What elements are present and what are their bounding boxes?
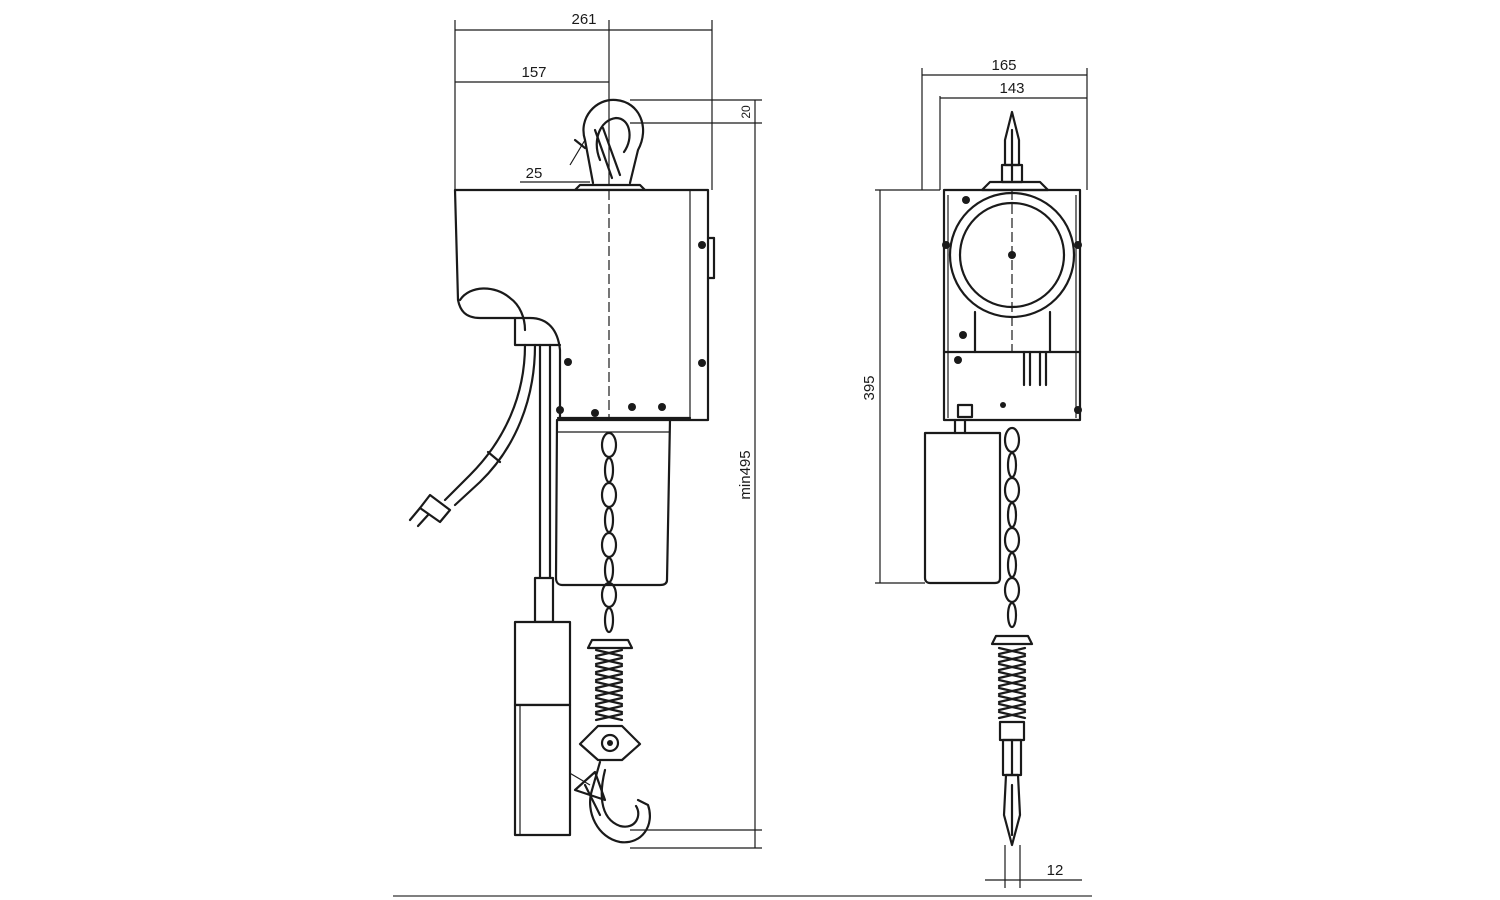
dim-bottom-hook-width: 12 bbox=[1047, 862, 1064, 879]
dim-side-body-height: 395 bbox=[861, 375, 878, 400]
bottom-hook-assembly bbox=[573, 638, 651, 844]
side-body bbox=[942, 180, 1082, 422]
dim-side-body-width: 143 bbox=[999, 80, 1024, 97]
load-chain bbox=[600, 431, 618, 634]
side-view: 165 143 395 bbox=[861, 57, 1088, 888]
top-hook bbox=[573, 98, 647, 192]
dim-top-clearance: 20 bbox=[739, 105, 753, 119]
dim-offset-width: 157 bbox=[521, 64, 546, 81]
pendant-switch bbox=[513, 343, 572, 837]
front-view: 261 157 20 min495 25 bbox=[408, 11, 762, 849]
side-top-hook bbox=[1000, 110, 1024, 184]
side-load-chain bbox=[1003, 426, 1021, 629]
dim-side-overall-width: 165 bbox=[991, 57, 1016, 74]
chain-bucket bbox=[554, 418, 672, 587]
power-cable bbox=[408, 343, 537, 528]
hoist-body bbox=[453, 188, 716, 422]
dim-min-height: min495 bbox=[737, 450, 754, 499]
dim-overall-width: 261 bbox=[571, 11, 596, 28]
side-chain-bucket bbox=[923, 418, 1002, 585]
side-bottom-hook bbox=[990, 634, 1034, 847]
dim-top-hook-opening: 25 bbox=[526, 165, 543, 182]
